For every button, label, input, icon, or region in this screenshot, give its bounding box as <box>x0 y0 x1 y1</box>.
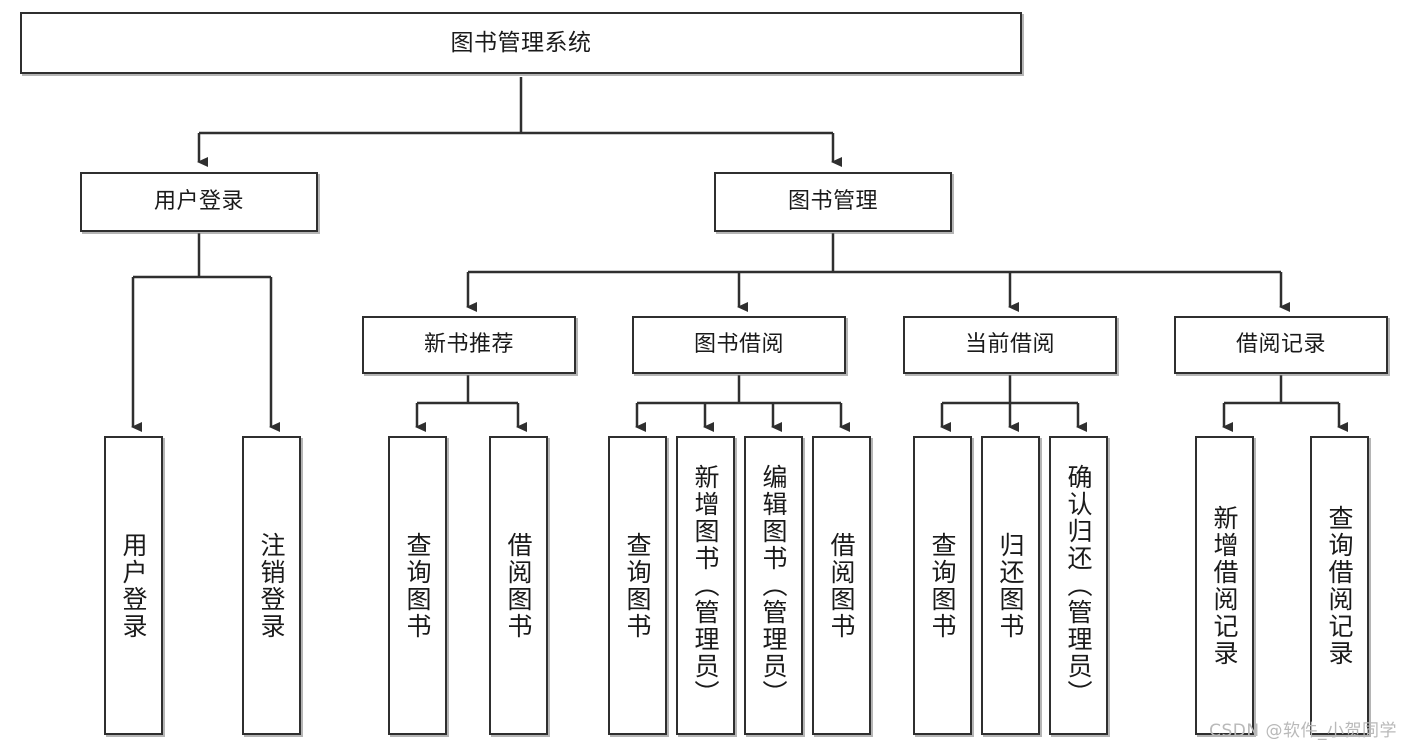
node-label: 查询图书 <box>928 531 957 640</box>
node-leaf-query-book-3[interactable]: 查询图书 <box>913 436 972 735</box>
node-leaf-query-book-1[interactable]: 查询图书 <box>388 436 447 735</box>
node-leaf-query-record[interactable]: 查询借阅记录 <box>1310 436 1369 735</box>
node-book-borrow[interactable]: 图书借阅 <box>632 316 846 374</box>
node-label: 借阅记录 <box>1235 332 1326 358</box>
node-leaf-add-record[interactable]: 新增借阅记录 <box>1195 436 1254 735</box>
node-label: 新增图书（管理员） <box>691 464 720 707</box>
node-root-book-management-system[interactable]: 图书管理系统 <box>20 12 1022 74</box>
node-label: 图书借阅 <box>693 332 784 358</box>
node-label: 确认归还（管理员） <box>1064 464 1093 707</box>
node-label: 当前借阅 <box>964 332 1055 358</box>
node-leaf-return-book[interactable]: 归还图书 <box>981 436 1040 735</box>
node-borrow-record[interactable]: 借阅记录 <box>1174 316 1388 374</box>
node-label: 借阅图书 <box>827 531 856 640</box>
node-leaf-borrow-book-2[interactable]: 借阅图书 <box>812 436 871 735</box>
node-label: 注销登录 <box>257 531 286 640</box>
node-leaf-logout-login[interactable]: 注销登录 <box>242 436 301 735</box>
node-label: 用户登录 <box>153 189 244 215</box>
node-label: 新书推荐 <box>423 332 514 358</box>
node-leaf-confirm-return[interactable]: 确认归还（管理员） <box>1049 436 1108 735</box>
node-label: 查询借阅记录 <box>1325 504 1354 667</box>
node-label: 图书管理系统 <box>450 29 592 56</box>
node-new-book-recommend[interactable]: 新书推荐 <box>362 316 576 374</box>
watermark-text: CSDN @软件_小贺同学 <box>1209 721 1397 741</box>
node-label: 查询图书 <box>403 531 432 640</box>
node-label: 查询图书 <box>623 531 652 640</box>
node-current-borrow[interactable]: 当前借阅 <box>903 316 1117 374</box>
node-label: 归还图书 <box>996 531 1025 640</box>
node-leaf-add-book[interactable]: 新增图书（管理员） <box>676 436 735 735</box>
node-leaf-query-book-2[interactable]: 查询图书 <box>608 436 667 735</box>
node-book-manage[interactable]: 图书管理 <box>714 172 952 232</box>
node-leaf-edit-book[interactable]: 编辑图书（管理员） <box>744 436 803 735</box>
node-label: 借阅图书 <box>504 531 533 640</box>
node-user-login[interactable]: 用户登录 <box>80 172 318 232</box>
node-label: 图书管理 <box>787 189 878 215</box>
node-leaf-borrow-book-1[interactable]: 借阅图书 <box>489 436 548 735</box>
node-leaf-user-login[interactable]: 用户登录 <box>104 436 163 735</box>
node-label: 编辑图书（管理员） <box>759 464 788 707</box>
node-label: 新增借阅记录 <box>1210 504 1239 667</box>
node-label: 用户登录 <box>119 531 148 640</box>
